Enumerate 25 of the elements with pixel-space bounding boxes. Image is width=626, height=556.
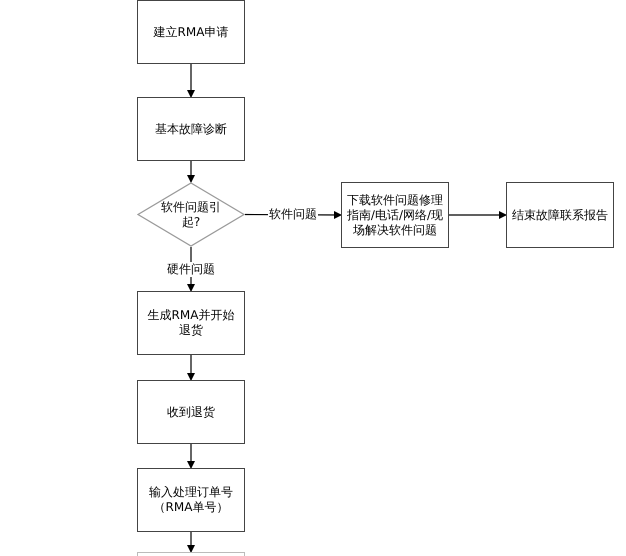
- node-text: 结束故障联系报告: [511, 208, 609, 222]
- arrow: [187, 532, 195, 553]
- node-text: 收到退货: [166, 404, 216, 420]
- arrow: [187, 444, 195, 469]
- decision-diamond: [137, 182, 245, 247]
- node-text: 下载软件问题修理指南/电话/网络/现场解决软件问题: [346, 192, 444, 238]
- node-text: 基本故障诊断: [154, 122, 228, 136]
- node-text: 建立RMA申请: [152, 24, 230, 40]
- arrow: [187, 355, 195, 381]
- process-box: [137, 291, 245, 355]
- arrow: [187, 64, 195, 98]
- edge-label: 软件问题: [268, 207, 318, 222]
- process-box: [137, 552, 245, 556]
- process-box: [137, 97, 245, 161]
- process-box: [341, 182, 449, 248]
- arrow: [187, 161, 195, 183]
- process-box: [137, 468, 245, 532]
- node-text: 生成RMA并开始退货: [146, 308, 236, 338]
- process-box: [506, 182, 614, 248]
- process-box: [137, 0, 245, 64]
- node-text: 软件问题引起?: [160, 200, 222, 230]
- process-box: [137, 380, 245, 444]
- node-text: 输入处理订单号（RMA单号）: [148, 485, 234, 515]
- edge-label: 硬件问题: [166, 262, 216, 276]
- arrow: [449, 211, 507, 219]
